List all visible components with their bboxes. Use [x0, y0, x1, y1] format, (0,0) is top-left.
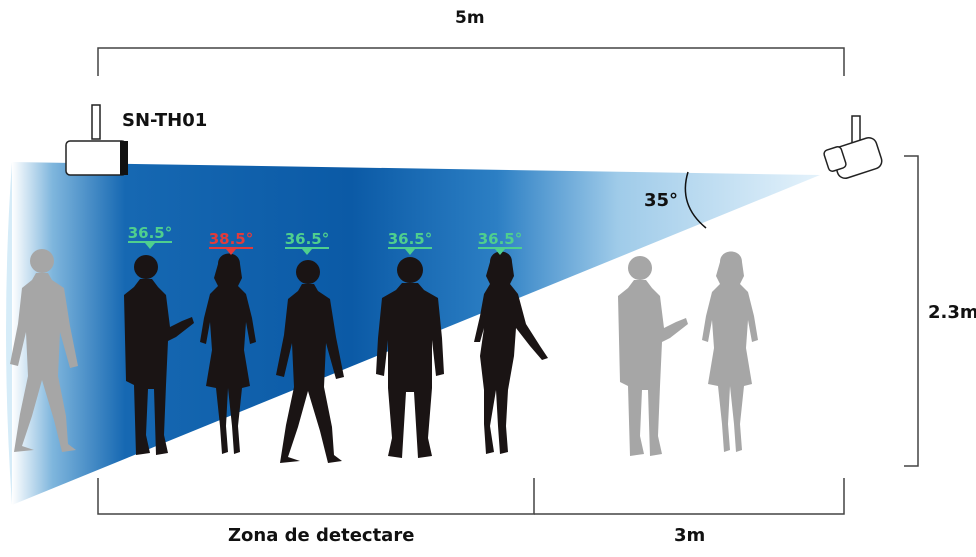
zone-dimension-line: [97, 478, 535, 515]
temperature-pointer-icon: [495, 249, 505, 255]
distance-label: 3m: [674, 525, 706, 546]
temperature-reading-4: 36.5°: [387, 230, 433, 248]
temperature-reading-3: 36.5°: [284, 230, 330, 248]
person-outside-woman: [702, 251, 758, 452]
total-width-label: 5m: [455, 8, 485, 28]
temperature-reading-5: 36.5°: [477, 230, 523, 248]
temperature-pointer-icon: [226, 249, 236, 255]
zone-label: Zona de detectare: [228, 525, 415, 546]
temperature-pointer-icon: [405, 249, 415, 255]
angle-arc: [684, 171, 707, 229]
height-dimension-line: [904, 155, 919, 467]
temperature-reading-2: 38.5°: [208, 230, 254, 248]
width-dimension-line: [97, 47, 845, 76]
distance-dimension-line: [534, 478, 845, 515]
temperature-markers: [128, 241, 522, 255]
sensor-device-icon: [65, 104, 129, 176]
camera-icon: [823, 115, 883, 179]
person-outside-talking: [618, 256, 688, 456]
device-name-label: SN-TH01: [122, 110, 208, 131]
temperature-pointer-icon: [145, 243, 155, 249]
angle-label: 35°: [644, 190, 679, 211]
temperature-reading-1: 36.5°: [127, 224, 173, 242]
temperature-pointer-icon: [302, 249, 312, 255]
height-label: 2.3m: [928, 302, 976, 323]
